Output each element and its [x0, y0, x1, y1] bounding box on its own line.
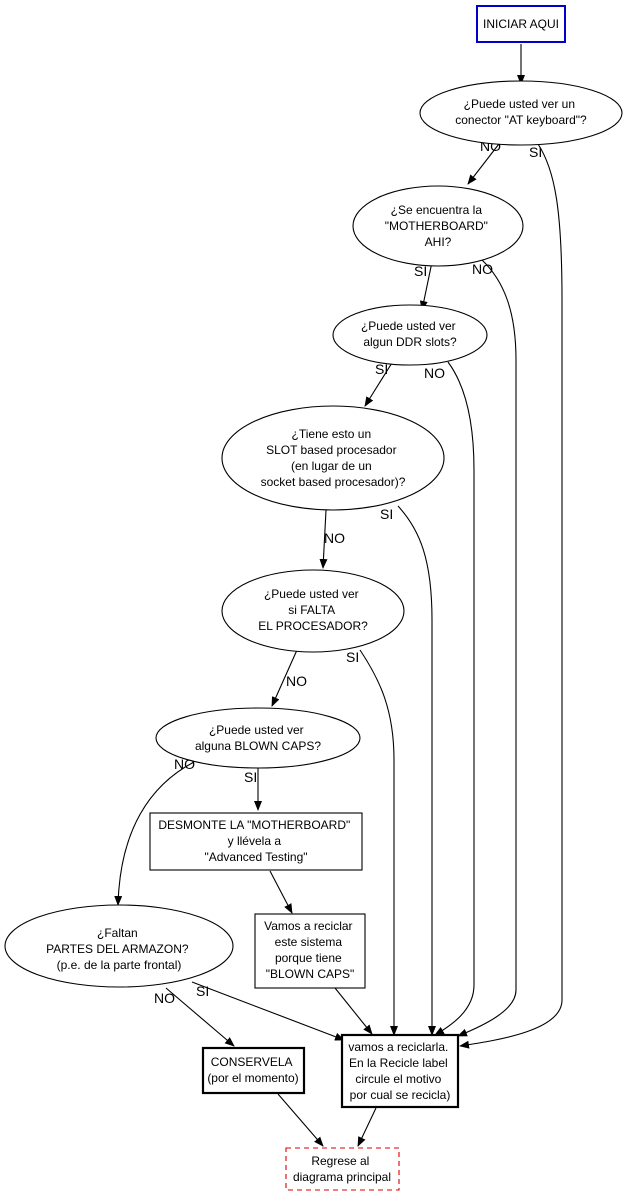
edge-labels: NO SI SI NO SI NO NO SI NO SI NO SI NO S… — [154, 138, 542, 1006]
edge-ddr-si — [364, 357, 396, 407]
decision-ellipse — [419, 80, 623, 146]
node-conservela: CONSERVELA (por el momento) — [201, 1046, 306, 1095]
node-regrese[interactable]: Regrese al diagrama principal — [285, 1147, 400, 1191]
return-link-box[interactable] — [285, 1147, 400, 1191]
result-text: vamos a reciclarla. En la Recicle label … — [348, 1040, 451, 1102]
node-q-blown-caps: ¿Puede usted ver alguna BLOWN CAPS? — [155, 707, 361, 769]
node-q-falta-procesador: ¿Puede usted ver si FALTA EL PROCESADOR? — [221, 569, 405, 653]
edges — [114, 44, 563, 1147]
decision-text: ¿Puede usted ver si FALTA EL PROCESADOR? — [258, 587, 368, 633]
label-caps-si: SI — [244, 769, 257, 785]
decision-text: ¿Tiene esto un SLOT based procesador (en… — [261, 427, 406, 489]
edge-falta-no — [271, 649, 298, 707]
label-slot-no: NO — [324, 530, 345, 546]
edge-mb-no — [457, 259, 517, 1037]
decision-text: ¿Se encuentra la "MOTHERBOARD" AHI? — [385, 203, 492, 249]
edge-caps-no — [114, 761, 195, 906]
decision-ellipse — [221, 405, 445, 511]
decision-ellipse — [155, 707, 361, 769]
start-text: INICIAR AQUI — [483, 17, 559, 31]
node-start: INICIAR AQUI — [476, 5, 566, 43]
decision-text: ¿Faltan PARTES DEL ARMAZON? (p.e. de la … — [46, 926, 192, 972]
node-desmonte: DESMONTE LA "MOTHERBOARD" y llévela a "A… — [149, 812, 363, 871]
label-ddr-si: SI — [375, 361, 388, 377]
edge-mb-si — [419, 261, 433, 311]
label-mb-no: NO — [472, 261, 493, 277]
result-box — [201, 1046, 306, 1095]
edge-desmonte-to-recicla — [269, 870, 293, 914]
edge-recicla-to-reciclarla — [334, 987, 373, 1035]
edge-reciclarla-to-regrese — [357, 1107, 377, 1147]
label-arm-si: SI — [196, 983, 209, 999]
label-falta-no: NO — [286, 673, 307, 689]
node-q-slot: ¿Tiene esto un SLOT based procesador (en… — [221, 405, 445, 511]
action-text: Vamos a reciclar este sistema porque tie… — [264, 919, 356, 981]
decision-text: ¿Puede usted ver un conector "AT keyboar… — [455, 97, 587, 127]
action-box — [149, 812, 363, 871]
node-q-motherboard: ¿Se encuentra la "MOTHERBOARD" AHI? — [352, 185, 524, 267]
action-box — [254, 913, 366, 989]
edge-at-no — [467, 139, 503, 185]
label-at-si: SI — [529, 144, 542, 160]
decision-text: ¿Puede usted ver alguna BLOWN CAPS? — [195, 723, 321, 753]
action-text: DESMONTE LA "MOTHERBOARD" y llévela a "A… — [158, 818, 353, 864]
return-link-text[interactable]: Regrese al diagrama principal — [293, 1154, 391, 1184]
edge-arm-si — [191, 981, 345, 1041]
decision-ellipse — [352, 185, 524, 267]
edge-ddr-no — [434, 361, 475, 1036]
decision-ellipse — [4, 904, 234, 988]
edge-slot-no — [319, 509, 328, 569]
edge-conservela-to-regrese — [277, 1093, 324, 1147]
decision-ellipse — [221, 569, 405, 653]
label-arm-no: NO — [154, 990, 175, 1006]
start-box — [476, 5, 566, 43]
node-q-armazon: ¿Faltan PARTES DEL ARMAZON? (p.e. de la … — [4, 904, 234, 988]
edge-falta-si — [359, 649, 398, 1036]
label-falta-si: SI — [346, 649, 359, 665]
result-text: CONSERVELA (por el momento) — [207, 1055, 298, 1085]
label-slot-si: SI — [380, 506, 393, 522]
node-q-at-keyboard: ¿Puede usted ver un conector "AT keyboar… — [419, 80, 623, 146]
node-reciclarla: vamos a reciclarla. En la Recicle label … — [340, 1033, 460, 1109]
edge-slot-si — [397, 505, 436, 1036]
node-recicla-blown-caps: Vamos a reciclar este sistema porque tie… — [254, 913, 366, 989]
decision-ellipse — [332, 304, 488, 366]
decision-text: ¿Puede usted ver algun DDR slots? — [361, 319, 459, 349]
node-q-ddr: ¿Puede usted ver algun DDR slots? — [332, 304, 488, 366]
edge-arm-no — [165, 987, 235, 1047]
label-mb-si: SI — [414, 263, 427, 279]
label-ddr-no: NO — [424, 365, 445, 381]
result-box — [340, 1033, 460, 1109]
edge-at-si — [459, 143, 563, 1049]
